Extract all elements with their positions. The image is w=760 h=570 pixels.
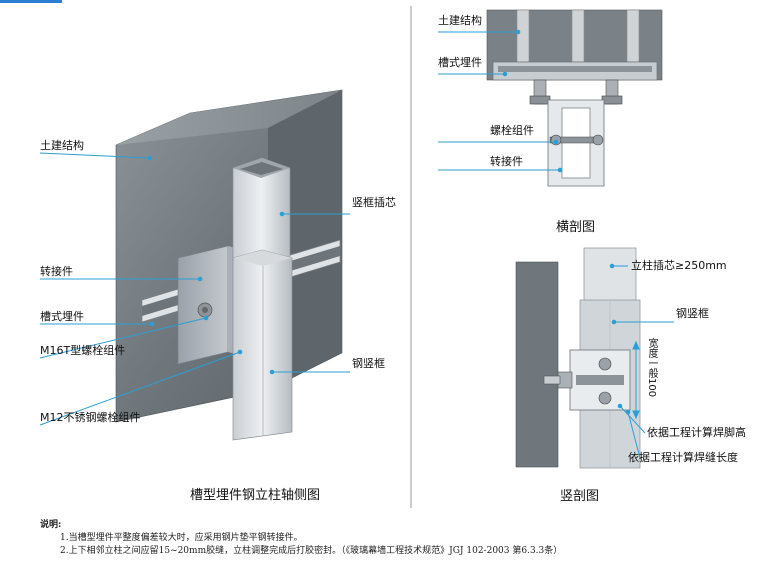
section-label-core: 立柱插芯≥250mm xyxy=(631,259,727,272)
iso-label-connector: 转接件 xyxy=(40,265,73,278)
plan-caption: 横剖图 xyxy=(556,220,596,235)
plan-label-channel: 槽式埋件 xyxy=(438,56,482,69)
plan-bolts xyxy=(529,79,623,105)
plan-inner-ribs xyxy=(516,9,640,63)
section-dimension xyxy=(632,340,640,420)
plan-label-civil: 土建结构 xyxy=(438,14,482,27)
plan-label-connector: 转接件 xyxy=(490,155,523,168)
section-label-width: 宽度一般100 xyxy=(646,338,657,398)
plan-connector xyxy=(547,99,605,187)
iso-label-frame: 钢竖框 xyxy=(352,357,385,370)
section-label-weld-h: 依据工程计算焊脚高 xyxy=(647,426,746,439)
iso-label-civil: 土建结构 xyxy=(40,139,84,152)
iso-steel-frame xyxy=(232,249,293,441)
section-label-frame: 钢竖框 xyxy=(676,307,709,320)
section-core xyxy=(583,247,637,304)
notes-line-2: 2.上下相邻立柱之间应留15~20mm胶缝，立柱调整完成后打胶密封。（《玻璃幕墙… xyxy=(60,546,563,556)
iso-label-channel: 槽式埋件 xyxy=(40,310,84,323)
iso-label-core: 竖框插芯 xyxy=(352,196,396,209)
iso-leader-lines xyxy=(39,152,350,426)
section-caption: 竖剖图 xyxy=(560,489,600,504)
notes-title: 说明: xyxy=(40,520,62,530)
plan-leader-lines xyxy=(438,29,563,173)
section-label-weld-l: 依据工程计算焊缝长度 xyxy=(628,451,738,464)
section-leader-lines xyxy=(609,263,674,459)
iso-caption: 槽型埋件钢立柱轴侧图 xyxy=(190,488,321,503)
section-concrete xyxy=(515,261,559,468)
notes-line-1: 1.当槽型埋件平整度偏差较大时，应采用钢片垫平钢转接件。 xyxy=(60,533,303,543)
iso-label-m12: M12不锈钢螺栓组件 xyxy=(40,411,141,424)
corner-accent xyxy=(0,0,62,3)
plan-channel xyxy=(492,61,658,81)
iso-core-insert xyxy=(232,157,291,263)
iso-label-m16: M16T型螺栓组件 xyxy=(40,344,126,357)
plan-label-bolt: 螺栓组件 xyxy=(490,124,534,137)
section-connector xyxy=(543,349,631,411)
